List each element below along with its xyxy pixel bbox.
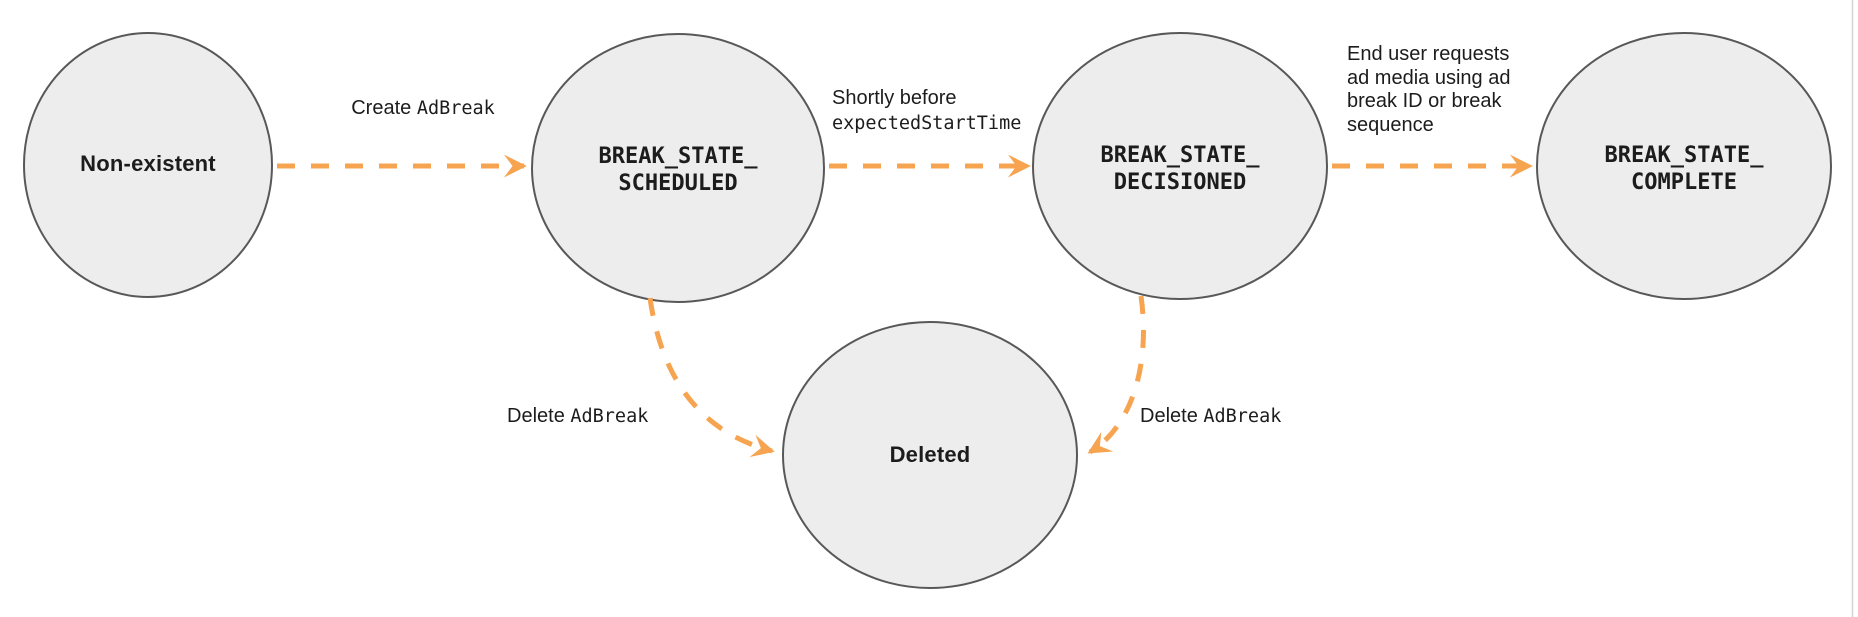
edge-label-shortly-before: Shortly before expectedStartTime <box>832 85 1021 137</box>
edge-label-create-adbreak: Create AdBreak <box>351 95 495 122</box>
node-label-text: DECISIONED <box>1113 170 1247 195</box>
edge-label-text: Create <box>351 97 417 119</box>
edge-arrow-delete-adbreak-left <box>647 297 775 457</box>
node-label-text: Non-existent <box>80 151 216 176</box>
edge-label-text: End user requests <box>1347 43 1510 65</box>
node-ellipse-break-state-complete <box>1536 32 1832 300</box>
node-label-text: Deleted <box>889 442 971 467</box>
edge-label-code: AdBreak <box>1203 406 1282 427</box>
node-ellipse-deleted <box>782 321 1078 589</box>
edge-label-text: sequence <box>1347 113 1434 136</box>
edge-label-text: Delete <box>507 405 571 427</box>
node-label-break-state-scheduled: BREAK_STATE_ SCHEDULED <box>599 143 758 197</box>
node-label-deleted: Deleted <box>890 442 971 468</box>
node-ellipse-break-state-decisioned <box>1032 32 1328 300</box>
node-label-break-state-complete: BREAK_STATE_ COMPLETE <box>1605 142 1764 196</box>
node-ellipse-break-state-scheduled <box>531 33 825 303</box>
edge-label-text: Shortly before <box>832 87 957 109</box>
node-label-text: SCHEDULED <box>618 171 738 196</box>
edge-label-text: ad media using ad <box>1347 66 1511 89</box>
node-label-text: COMPLETE <box>1631 170 1737 195</box>
node-label-text: BREAK_STATE_ <box>598 144 758 169</box>
edge-label-code: AdBreak <box>416 98 495 119</box>
edge-label-text: Delete <box>1140 405 1204 427</box>
edge-label-code: expectedStartTime <box>832 113 1022 134</box>
edge-label-delete-adbreak-right: Delete AdBreak <box>1140 403 1281 430</box>
edge-label-end-user-requests: End user requests ad media using ad brea… <box>1347 43 1510 137</box>
node-ellipse-non-existent <box>23 32 273 298</box>
edge-label-delete-adbreak-left: Delete AdBreak <box>507 403 648 430</box>
edge-arrow-delete-adbreak-right <box>1087 295 1146 455</box>
node-label-text: BREAK_STATE_ <box>1100 143 1260 168</box>
edge-label-code: AdBreak <box>570 406 649 427</box>
node-label-break-state-decisioned: BREAK_STATE_ DECISIONED <box>1101 142 1260 196</box>
node-label-text: BREAK_STATE_ <box>1604 143 1764 168</box>
edge-label-text: break ID or break <box>1347 90 1502 112</box>
node-label-non-existent: Non-existent <box>80 151 216 177</box>
